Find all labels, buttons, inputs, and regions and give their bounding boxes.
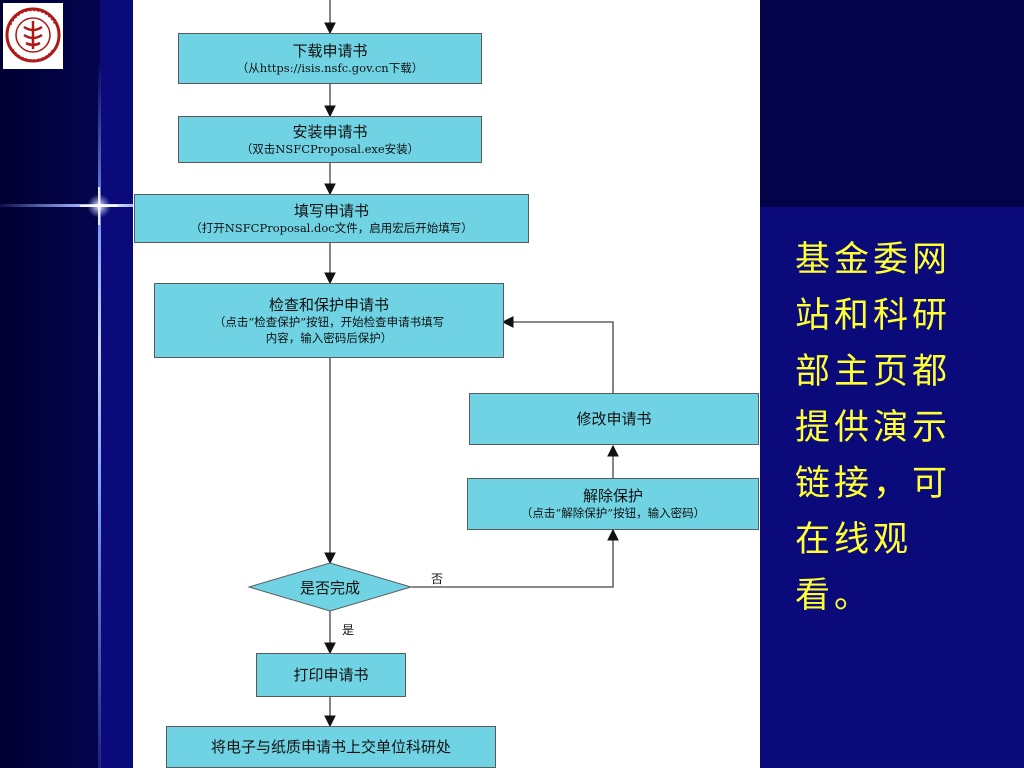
step-print-title: 打印申请书 [293,665,369,684]
arrow-decision-no-to-unprotect [411,528,619,588]
step-check-sub-line1: （点击“检查保护”按钮，开始检查申请书填写 [213,315,445,330]
decision-label: 是否完成 [299,579,360,597]
flowchart-connectors [247,0,619,728]
step-install-title: 安装申请书 [292,122,368,141]
decision-diamond [247,562,413,612]
step-download-title: 下载申请书 [292,41,368,60]
peking-university-seal-icon [3,3,63,69]
flowchart-panel: 下载申请书 （从https://isis.nsfc.gov.cn下载） 安装申请… [133,0,760,768]
step-unprotect-box: 解除保护 （点击“解除保护”按钮，输入密码） [467,478,759,530]
step-submit-box: 将电子与纸质申请书上交单位科研处 [166,726,496,768]
step-modify-title: 修改申请书 [576,409,652,428]
step-check-sub-line2: 内容，输入密码后保护） [265,330,393,345]
step-fill-box: 填写申请书 （打开NSFCProposal.doc文件，启用宏后开始填写） [134,194,529,243]
top-right-dark-band [760,0,1024,207]
horizontal-glow-line [0,204,135,207]
step-unprotect-sub: （点击“解除保护”按钮，输入密码） [520,506,706,521]
step-modify-box: 修改申请书 [469,393,759,445]
left-dark-band [0,0,100,768]
edge-label-no: 否 [431,572,444,586]
vertical-glow-line [98,60,101,768]
step-download-sub: （从https://isis.nsfc.gov.cn下载） [236,60,424,75]
arrow-modify-to-check [501,316,614,393]
step-unprotect-title: 解除保护 [582,487,643,506]
step-install-sub: （双击NSFCProposal.exe安装） [240,141,420,156]
step-install-box: 安装申请书 （双击NSFCProposal.exe安装） [178,116,482,163]
step-print-box: 打印申请书 [256,653,406,697]
step-download-box: 下载申请书 （从https://isis.nsfc.gov.cn下载） [178,33,482,84]
step-check-title: 检查和保护申请书 [268,295,389,314]
step-fill-title: 填写申请书 [293,201,369,220]
step-submit-title: 将电子与纸质申请书上交单位科研处 [210,737,451,756]
light-flare-icon [80,187,118,225]
step-fill-sub: （打开NSFCProposal.doc文件，启用宏后开始填写） [190,220,473,235]
edge-label-yes: 是 [342,623,355,637]
step-check-box: 检查和保护申请书 （点击“检查保护”按钮，开始检查申请书填写 内容，输入密码后保… [154,283,504,358]
side-note-text: 基金委网站和科研部主页都提供演示链接，可在线观看。 [795,240,952,616]
